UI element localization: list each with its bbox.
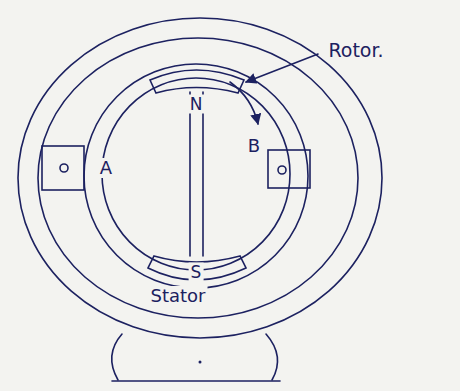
- leader-line: [246, 54, 318, 82]
- pole-label: N: [188, 95, 205, 114]
- outer-frame: [18, 18, 382, 338]
- part-name: Stator: [149, 286, 208, 306]
- coil-label: B: [246, 136, 262, 156]
- base-stand: [112, 334, 122, 380]
- dot: [199, 361, 202, 364]
- rotor-circle: [102, 78, 290, 270]
- stator-outer: [38, 38, 358, 318]
- rotor-shaft: [190, 92, 203, 256]
- rotation-arrow: [230, 82, 258, 124]
- part-name: Rotor.: [326, 40, 385, 61]
- conductor: [60, 164, 68, 172]
- stator-inner: [84, 64, 308, 288]
- base-line: [112, 380, 280, 382]
- conductor: [278, 166, 286, 174]
- coil-label: A: [98, 158, 114, 178]
- coil-side: [42, 146, 84, 190]
- pole-label: S: [189, 263, 204, 282]
- base-stand: [266, 334, 277, 380]
- coil-side: [268, 150, 310, 188]
